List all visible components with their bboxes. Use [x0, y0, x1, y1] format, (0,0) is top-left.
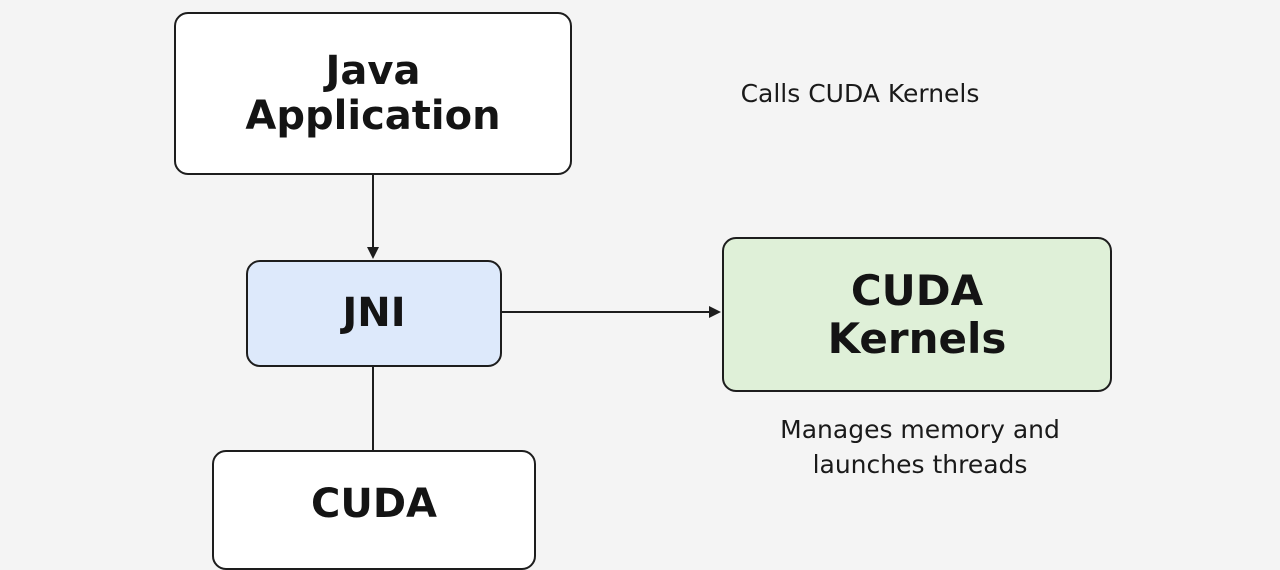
calls-cuda-kernels-annotation: Calls CUDA Kernels	[740, 79, 980, 108]
java-application-node: Java Application	[174, 12, 572, 175]
cuda-kernels-label: CUDA Kernels	[827, 266, 1007, 363]
manages-memory-annotation: Manages memory and launches threads	[780, 415, 1060, 479]
cuda-kernels-node: CUDA Kernels	[722, 237, 1112, 392]
jni-label: JNI	[342, 290, 406, 337]
jni-node: JNI	[246, 260, 502, 367]
diagram-canvas: Java Application JNI CUDA Kernels CUDA C…	[174, 12, 1112, 570]
java-application-label: Java Application	[245, 47, 501, 139]
cuda-label: CUDA	[311, 481, 437, 527]
cuda-node: CUDA	[212, 450, 536, 570]
